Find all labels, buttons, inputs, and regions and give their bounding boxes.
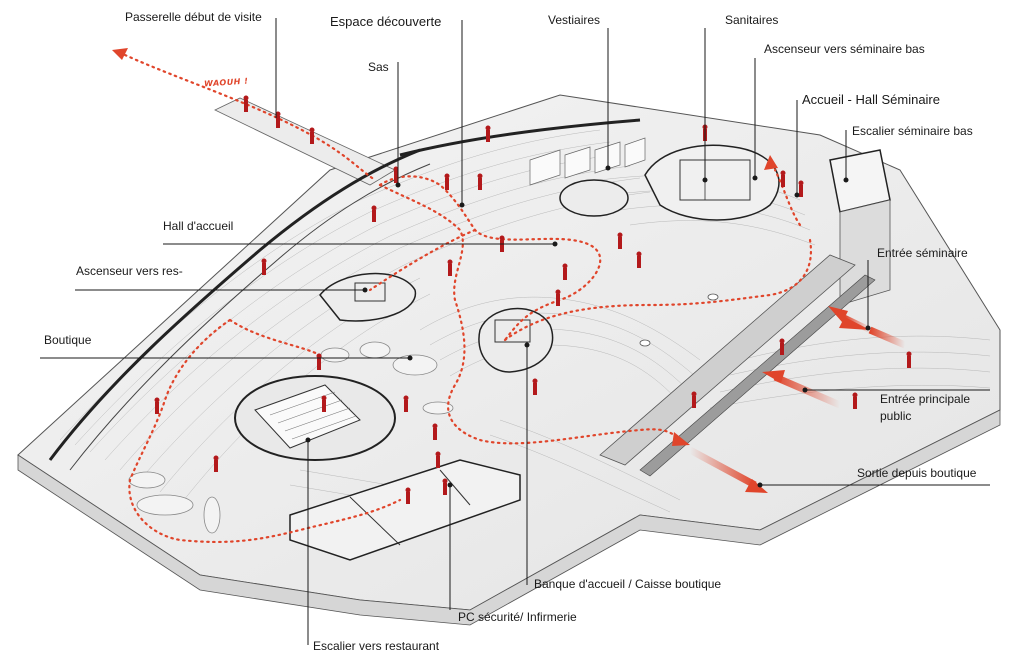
north-wall bbox=[399, 118, 641, 157]
label-entree-principale-2: public bbox=[880, 409, 912, 423]
curved-wall-left bbox=[48, 148, 421, 461]
label-escalier-seminaire: Escalier séminaire bas bbox=[852, 124, 973, 138]
person-figure-icon bbox=[154, 95, 912, 504]
label-entree-seminaire: Entrée séminaire bbox=[877, 246, 968, 260]
visitor-path bbox=[123, 53, 813, 544]
entrance-corridor bbox=[599, 254, 876, 477]
label-accueil-hall: Accueil - Hall Séminaire bbox=[802, 92, 940, 107]
leader-dots bbox=[305, 165, 871, 488]
label-entree-principale-1: Entrée principale bbox=[880, 392, 971, 406]
vestiaires-lockers bbox=[529, 137, 646, 186]
label-ascenseur-seminaire: Ascenseur vers séminaire bas bbox=[764, 42, 925, 56]
sanitaires-block bbox=[559, 179, 629, 217]
label-sanitaires: Sanitaires bbox=[725, 13, 779, 27]
flow-arrow-icon bbox=[112, 48, 778, 446]
banque-accueil-pod bbox=[478, 307, 554, 373]
seminar-hall-block bbox=[644, 144, 780, 221]
label-sortie-boutique: Sortie depuis boutique bbox=[857, 466, 977, 480]
label-ascenseur-res: Ascenseur vers res- bbox=[76, 264, 183, 278]
escalier-restaurant-block bbox=[234, 375, 396, 461]
escalier-seminaire-block bbox=[829, 149, 891, 306]
leader-lines bbox=[40, 18, 990, 645]
label-espace-decouverte: Espace découverte bbox=[330, 14, 442, 29]
label-sas: Sas bbox=[368, 60, 389, 74]
label-escalier-restaurant: Escalier vers restaurant bbox=[313, 639, 440, 653]
label-pc-securite: PC sécurité/ Infirmerie bbox=[458, 610, 577, 624]
label-passerelle: Passerelle début de visite bbox=[125, 10, 262, 24]
label-banque-accueil: Banque d'accueil / Caisse boutique bbox=[534, 577, 722, 591]
label-vestiaires: Vestiaires bbox=[548, 13, 601, 27]
boutique-displays bbox=[128, 341, 454, 534]
ascenseur-restaurant-block bbox=[319, 272, 417, 322]
pillars bbox=[639, 293, 719, 347]
passerelle-walkway bbox=[214, 97, 396, 186]
label-boutique: Boutique bbox=[44, 333, 92, 347]
slab-edge bbox=[17, 409, 1001, 626]
pc-securite-rooms bbox=[289, 459, 521, 561]
label-hall-accueil: Hall d'accueil bbox=[163, 219, 234, 233]
